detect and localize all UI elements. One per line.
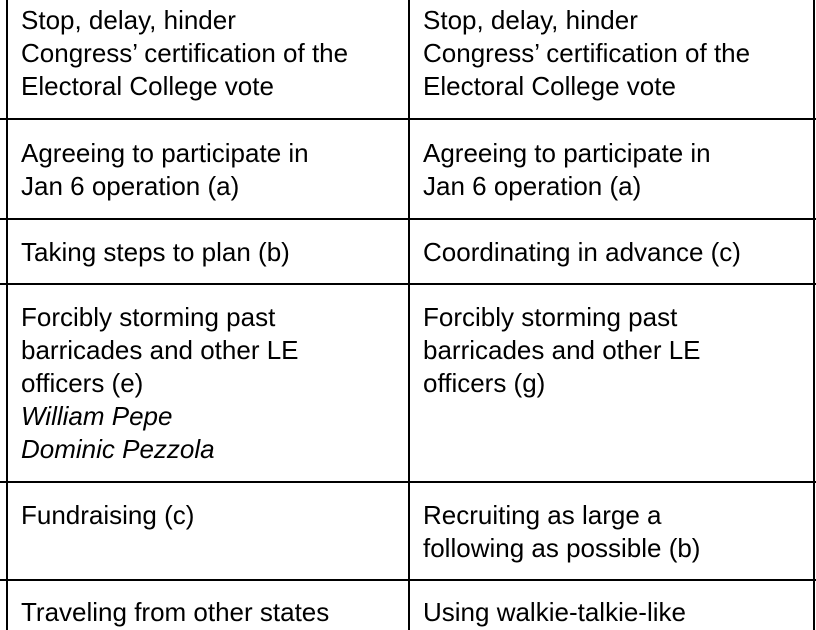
table-cell-r1-right: Stop, delay, hinder Congress’ certificat…: [423, 4, 750, 103]
table-cell-r5-right: Recruiting as large a following as possi…: [423, 499, 700, 565]
table-cell-r6-right: Using walkie-talkie-like: [423, 596, 686, 629]
row-divider-5: [0, 579, 816, 581]
cell-line: Jan 6 operation (a): [423, 171, 642, 201]
table-cell-r4-right: Forcibly storming past barricades and ot…: [423, 301, 701, 400]
cell-line: Congress’ certification of the: [21, 38, 349, 68]
table-cell-r2-left: Agreeing to participate in Jan 6 operati…: [21, 137, 309, 203]
cell-line: officers (g): [423, 368, 546, 398]
cell-line: Fundraising (c): [21, 500, 195, 530]
table-cell-r3-left: Taking steps to plan (b): [21, 236, 290, 269]
cell-line: Stop, delay, hinder: [21, 5, 236, 35]
table-cell-r4-left: Forcibly storming past barricades and ot…: [21, 301, 299, 466]
cell-line: Coordinating in advance (c): [423, 237, 741, 267]
cell-line: officers (e): [21, 368, 144, 398]
table-cell-r1-left: Stop, delay, hinder Congress’ certificat…: [21, 4, 348, 103]
table-cell-r3-right: Coordinating in advance (c): [423, 236, 741, 269]
defendant-name: Dominic Pezzola: [21, 434, 215, 464]
table-cell-r5-left: Fundraising (c): [21, 499, 194, 532]
row-divider-2: [0, 218, 816, 220]
cell-line: Agreeing to participate in: [21, 138, 309, 168]
cell-line: Jan 6 operation (a): [21, 171, 240, 201]
cell-line: Forcibly storming past: [423, 302, 678, 332]
cell-line: Forcibly storming past: [21, 302, 276, 332]
table-column-divider: [408, 0, 410, 630]
table-border-right: [813, 0, 815, 630]
cell-line: Stop, delay, hinder: [423, 5, 638, 35]
cell-line: barricades and other LE: [423, 335, 701, 365]
cell-line: Recruiting as large a: [423, 500, 662, 530]
table-cell-r2-right: Agreeing to participate in Jan 6 operati…: [423, 137, 711, 203]
table-border-left: [6, 0, 8, 630]
defendant-name: William Pepe: [21, 401, 173, 431]
cell-line: Electoral College vote: [21, 71, 274, 101]
cell-line: barricades and other LE: [21, 335, 299, 365]
row-divider-1: [0, 118, 816, 120]
cell-line: Congress’ certification of the: [423, 38, 751, 68]
cell-line: Electoral College vote: [423, 71, 676, 101]
cell-line: Agreeing to participate in: [423, 138, 711, 168]
cell-line: Using walkie-talkie-like: [423, 597, 686, 627]
cell-line: following as possible (b): [423, 533, 701, 563]
cell-line: Taking steps to plan (b): [21, 237, 290, 267]
row-divider-4: [0, 481, 816, 483]
row-divider-3: [0, 283, 816, 285]
table-cell-r6-left: Traveling from other states: [21, 596, 329, 629]
cell-line: Traveling from other states: [21, 597, 330, 627]
